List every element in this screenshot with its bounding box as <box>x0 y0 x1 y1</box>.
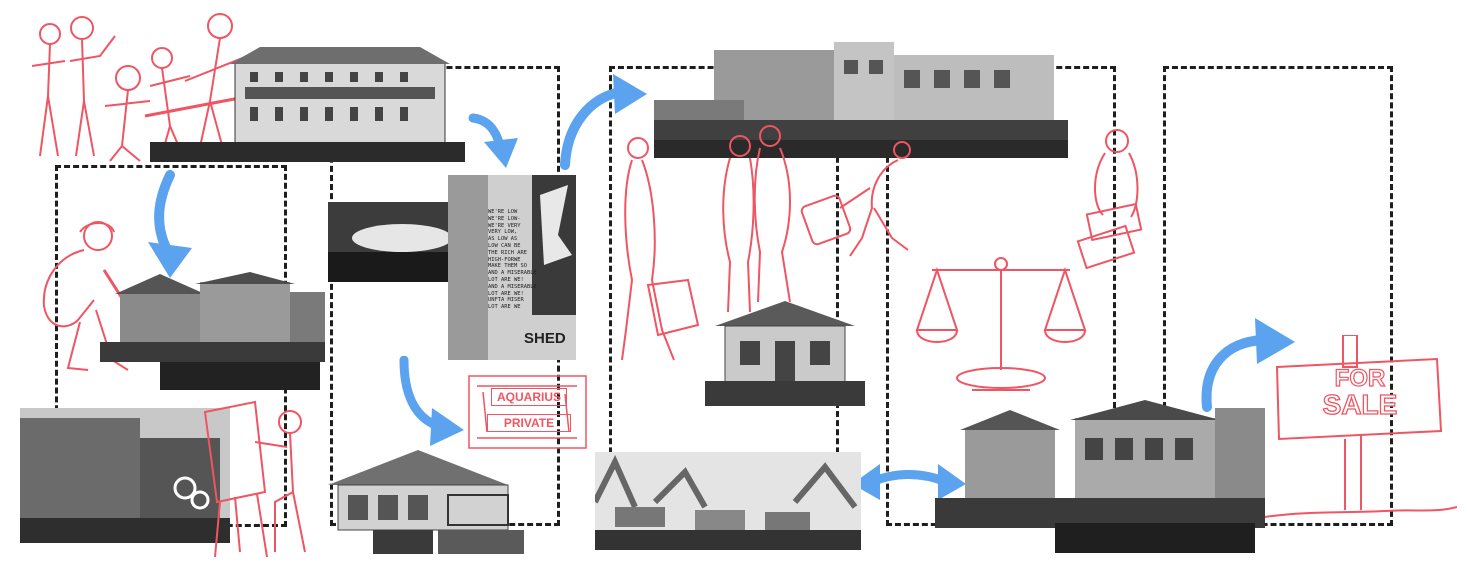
handwriting-line: AND A MISERABLE <box>488 270 538 277</box>
suitcase-traveller-sketch <box>618 130 703 365</box>
painter-easel-sketch <box>195 392 325 562</box>
handwriting-line: LOT ARE WE! <box>488 291 538 298</box>
handwriting-line: LOT ARE WE! <box>488 277 538 284</box>
handwriting-line: VERY LOW, <box>488 229 538 236</box>
shed-handwriting: WE'RE LOW WE'RE LOW- WE'RE VERY VERY LOW… <box>488 209 538 311</box>
handwriting-line: HIGH-FORWE <box>488 257 538 264</box>
curved-arrow-icon <box>468 112 523 170</box>
for-sale-sign-line2: SALE <box>1305 391 1415 419</box>
handwriting-line: WE'RE LOW- <box>488 216 538 223</box>
for-sale-sign-line1: FOR <box>1325 367 1395 391</box>
marina-houseboats-photo <box>935 398 1265 558</box>
for-sale-sign-icon: FOR SALE <box>1265 335 1457 525</box>
handwriting-line: MAKE THEM SO <box>488 263 538 270</box>
handwriting-line: AS LOW AS <box>488 236 538 243</box>
handwriting-line: LOT ARE WE <box>488 304 538 311</box>
river-bungalows-photo <box>595 452 861 550</box>
aquarius-sign: AQUARIUS PRIVATE <box>465 372 590 452</box>
handwriting-line: THE RICH ARE <box>488 250 538 257</box>
bungalow-photo <box>328 450 524 554</box>
handwriting-line: AND A MISERABLE <box>488 284 538 291</box>
aquarius-sign-line1: AQUARIUS <box>491 388 567 406</box>
handwriting-line: WE'RE LOW <box>488 209 538 216</box>
couple-sketch <box>708 122 808 322</box>
scales-of-justice-icon <box>912 250 1090 398</box>
boatyard-photo <box>100 272 325 400</box>
shed-label: SHED <box>524 331 566 346</box>
walking-man-suitcase-sketch <box>800 138 922 260</box>
historic-house-photo <box>150 42 465 162</box>
handwriting-line: UNFTA MISER <box>488 297 538 304</box>
person-carrying-boxes-sketch <box>1075 125 1157 275</box>
handwriting-line: LOW CAN BE <box>488 243 538 250</box>
shed-wall-photo: WE'RE LOW WE'RE LOW- WE'RE VERY VERY LOW… <box>448 175 576 360</box>
handwriting-line: WE'RE VERY <box>488 223 538 230</box>
curved-arrow-icon <box>396 356 466 448</box>
detached-house-photo <box>705 296 865 406</box>
aquarius-sign-line2: PRIVATE <box>487 414 571 432</box>
